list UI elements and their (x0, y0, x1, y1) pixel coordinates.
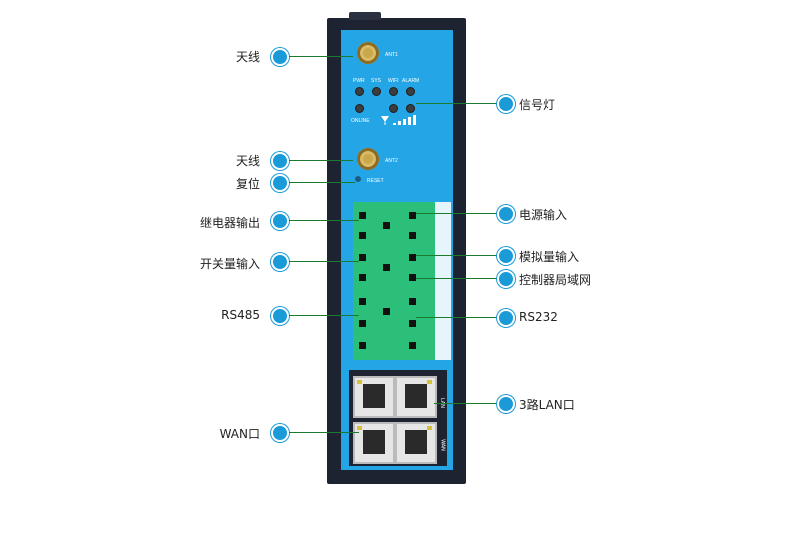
callout-dot-analog-input (497, 247, 515, 265)
callout-dot-signal-lights (497, 95, 515, 113)
terminal-pin (383, 308, 390, 315)
ant2-label: ANT2 (385, 158, 398, 164)
terminal-pin (409, 212, 416, 219)
din-clip (349, 12, 381, 20)
callout-dot-lan-ports (497, 395, 515, 413)
lan-port-2[interactable] (395, 376, 437, 418)
led-signal-1 (389, 104, 398, 113)
callout-dot-power-input (497, 205, 515, 223)
signal-strength-icon (381, 115, 416, 125)
led-label-sys: SYS (371, 78, 382, 84)
reset-label: RESET (367, 178, 384, 184)
callout-lan-ports: 3路LAN口 (519, 398, 575, 412)
callout-line-antenna-2 (289, 160, 353, 161)
reset-button[interactable] (355, 176, 361, 182)
callout-dot-rs485 (271, 307, 289, 325)
callout-line-lan-ports (434, 403, 498, 404)
front-panel: ANT1 PWR SYS WIFI ALARM ONLINE ANT2 RESE… (341, 30, 453, 470)
terminal-pin (409, 320, 416, 327)
wan-port[interactable] (353, 422, 395, 464)
callout-line-wan-port (289, 432, 359, 433)
online-label: ONLINE (351, 118, 370, 124)
antenna-2-connector (357, 148, 379, 170)
callout-wan-port: WAN口 (219, 427, 260, 441)
terminal-pin (359, 274, 366, 281)
lan-port-1[interactable] (353, 376, 395, 418)
callout-line-controller-lan (416, 278, 498, 279)
lan-port-3[interactable] (395, 422, 437, 464)
antenna-1-connector (357, 42, 379, 64)
terminal-pin (409, 342, 416, 349)
terminal-pin (383, 222, 390, 229)
callout-dot-rs232 (497, 309, 515, 327)
terminal-pin (359, 212, 366, 219)
callout-dot-antenna-1 (271, 48, 289, 66)
callout-dot-antenna-2 (271, 152, 289, 170)
led-pwr (355, 87, 364, 96)
callout-rs232: RS232 (519, 310, 558, 324)
led-wifi (389, 87, 398, 96)
terminal-pin (409, 298, 416, 305)
callout-rs485: RS485 (221, 308, 260, 322)
callout-controller-lan: 控制器局域网 (519, 273, 592, 287)
led-online (355, 104, 364, 113)
callout-power-input: 电源输入 (519, 208, 568, 222)
callout-switch-input: 开关量输入 (199, 257, 260, 271)
callout-dot-relay-output (271, 212, 289, 230)
callout-line-power-input (416, 213, 498, 214)
terminal-pin (409, 274, 416, 281)
callout-line-antenna-1 (289, 56, 353, 57)
callout-antenna-2: 天线 (235, 154, 260, 168)
terminal-pin (409, 232, 416, 239)
led-signal-2 (406, 104, 415, 113)
callout-dot-switch-input (271, 253, 289, 271)
callout-dot-controller-lan (497, 270, 515, 288)
terminal-pin (359, 298, 366, 305)
terminal-pin (409, 254, 416, 261)
terminal-pin (359, 254, 366, 261)
terminal-legend-strip (435, 202, 451, 360)
led-alarm (406, 87, 415, 96)
terminal-block (353, 202, 435, 360)
callout-dot-reset (271, 174, 289, 192)
callout-signal-lights: 信号灯 (519, 98, 556, 112)
router-device: ANT1 PWR SYS WIFI ALARM ONLINE ANT2 RESE… (327, 12, 466, 484)
callout-line-switch-input (289, 261, 359, 262)
terminal-pin (359, 342, 366, 349)
callout-line-reset (289, 182, 355, 183)
callout-line-signal-lights (416, 103, 498, 104)
callout-line-rs232 (416, 317, 498, 318)
terminal-pin (383, 264, 390, 271)
callout-line-relay-output (289, 220, 359, 221)
callout-dot-wan-port (271, 424, 289, 442)
callout-antenna-1: 天线 (235, 50, 260, 64)
ethernet-area: LAN WAN (349, 370, 447, 466)
terminal-pin (359, 320, 366, 327)
terminal-pin (359, 232, 366, 239)
callout-analog-input: 模拟量输入 (519, 250, 580, 264)
callout-reset: 复位 (235, 177, 260, 191)
callout-line-analog-input (416, 255, 498, 256)
ant1-label: ANT1 (385, 52, 398, 58)
wan-label: WAN (439, 439, 446, 451)
led-label-pwr: PWR (353, 78, 365, 84)
callout-line-rs485 (289, 315, 359, 316)
led-label-wifi: WIFI (388, 78, 399, 84)
led-sys (372, 87, 381, 96)
led-label-alarm: ALARM (402, 78, 420, 84)
callout-relay-output: 继电器输出 (199, 216, 260, 230)
